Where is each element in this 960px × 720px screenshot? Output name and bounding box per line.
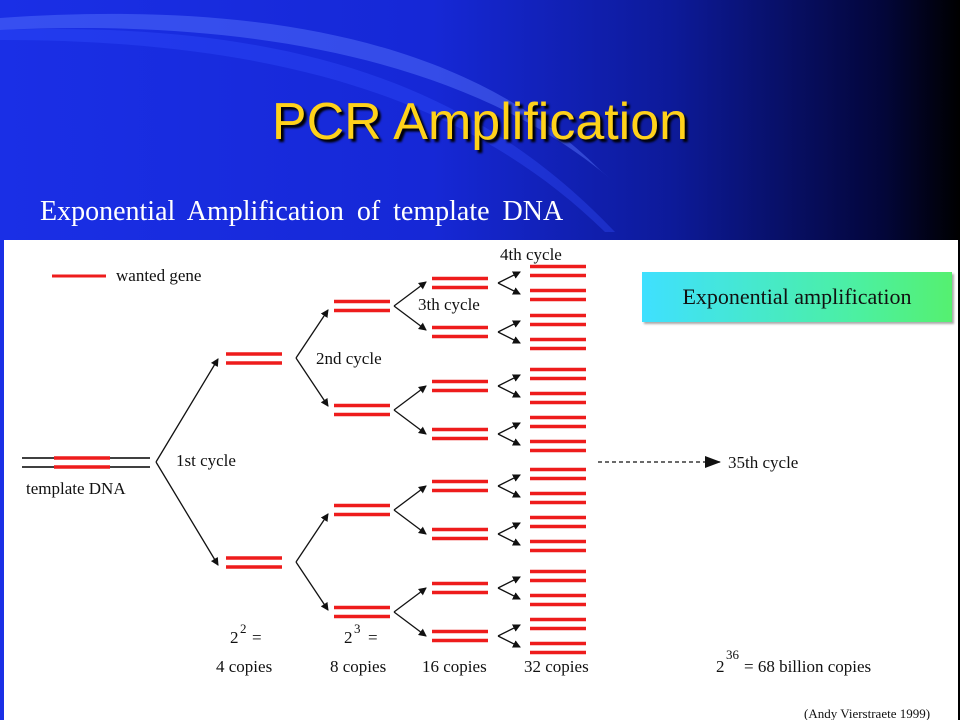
- credit: (Andy Vierstraete 1999): [804, 706, 930, 720]
- count4-eq: =: [252, 628, 262, 647]
- cycle4-arrow-down-5: [497, 485, 521, 498]
- cycle4-arrow-up-5: [497, 474, 521, 487]
- cycle3-arrow-down-3: [393, 509, 427, 535]
- cycle2-arrows: [295, 309, 329, 611]
- count8-exp: 3: [354, 621, 361, 636]
- exponential-amplification-label: Exponential amplification: [682, 284, 912, 309]
- cycle3-arrow-up-3: [393, 485, 427, 511]
- cycle4-arrow-up-2: [497, 320, 521, 333]
- cycle4-arrow-down-7: [497, 587, 521, 600]
- count8-eq: =: [368, 628, 378, 647]
- cycle4-arrow-down-2: [497, 331, 521, 344]
- cycle3-label: 3th cycle: [418, 295, 480, 314]
- legend-label: wanted gene: [116, 266, 201, 285]
- cycle35-label: 35th cycle: [728, 453, 798, 472]
- count32-text: 32 copies: [524, 657, 589, 676]
- cycle1-label: 1st cycle: [176, 451, 236, 470]
- cycle1-arrows: [155, 358, 219, 566]
- cycle3-arrow-up-4: [393, 587, 427, 613]
- cycle3-arrow-up-2: [393, 385, 427, 411]
- cycle3-arrow-down-4: [393, 611, 427, 637]
- final-count-exp: 36: [726, 647, 740, 662]
- legend: wanted gene: [52, 266, 201, 285]
- cycle2-products: [226, 352, 282, 569]
- cycle4-arrow-up-7: [497, 576, 521, 589]
- count16-text: 16 copies: [422, 657, 487, 676]
- pcr-diagram-panel: wanted gene template DNA 1st cycle: [4, 240, 958, 720]
- count4-base: 2: [230, 628, 239, 647]
- cycle4-arrow-up-4: [497, 422, 521, 435]
- count8-text: 8 copies: [330, 657, 386, 676]
- cycle3-arrow-up-1: [393, 281, 427, 307]
- cycle3-products: [334, 299, 390, 619]
- cycle4-arrow-up-3: [497, 374, 521, 387]
- count8-base: 2: [344, 628, 353, 647]
- cycle5-products: [530, 264, 586, 655]
- cycle4-arrow-down-8: [497, 635, 521, 648]
- cycle3-arrow-down-1: [393, 305, 427, 331]
- cycle2-label: 2nd cycle: [316, 349, 382, 368]
- decorative-swoosh: [0, 13, 615, 233]
- cycle4-arrow-up-8: [497, 624, 521, 637]
- final-count-base: 2: [716, 657, 725, 676]
- cycle4-label: 4th cycle: [500, 245, 562, 264]
- cycle4-products: [432, 276, 488, 643]
- cycle4-arrow-down-6: [497, 533, 521, 546]
- cycle4-arrow-down-4: [497, 433, 521, 446]
- count4-text: 4 copies: [216, 657, 272, 676]
- pcr-diagram: wanted gene template DNA 1st cycle: [22, 245, 930, 720]
- cycle3-arrows: [393, 281, 427, 637]
- template-label: template DNA: [26, 479, 126, 498]
- cycle4-arrows: [497, 271, 521, 648]
- cycle4-arrow-up-6: [497, 522, 521, 535]
- exponential-amplification-box: Exponential amplification: [642, 272, 952, 322]
- final-count-text: = 68 billion copies: [744, 657, 871, 676]
- cycle3-arrow-down-2: [393, 409, 427, 435]
- count4-exp: 2: [240, 621, 247, 636]
- slide-title: PCR Amplification: [271, 93, 689, 151]
- slide-subtitle: Exponential Amplification of template DN…: [40, 196, 564, 227]
- template-dna: template DNA: [22, 456, 150, 498]
- cycle4-arrow-up-1: [497, 271, 521, 284]
- cycle4-arrow-down-3: [497, 385, 521, 398]
- cycle4-arrow-down-1: [497, 282, 521, 295]
